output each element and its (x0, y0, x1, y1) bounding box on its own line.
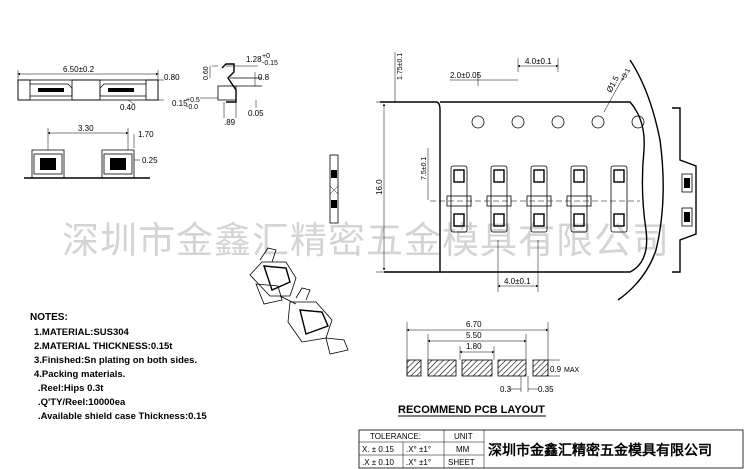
unit-value: MM (456, 445, 470, 454)
dim-c: 0.05 (248, 109, 264, 118)
pcb-dim-inner: 5.50 (466, 331, 482, 340)
company-name: 深圳市金鑫汇精密五金模具有限公司 (488, 442, 712, 459)
dim-span: 3.30 (78, 124, 94, 133)
watermark-text: 深圳市金鑫汇精密五金模具有限公司 (62, 219, 670, 262)
note-item: 2.MATERIAL THICKNESS:0.15t (34, 341, 173, 352)
note-item: 4.Packing materials. (34, 369, 125, 380)
dim-t: 0.15 (172, 99, 188, 108)
bottom-view-part: 3.30 1.70 0.25 (24, 124, 158, 179)
pcb-pad (406, 359, 422, 377)
dim-h: 1.70 (138, 130, 154, 139)
note-item: 1.MATERIAL:SUS304 (34, 327, 130, 338)
pcb-dim-gap-left: 0.3 (500, 385, 512, 394)
dim-b: .89 (224, 118, 236, 127)
dim-gap: 0.40 (120, 103, 136, 112)
tape-pocket (526, 165, 552, 233)
dim-offset: 2.0±0.05 (450, 71, 482, 80)
side-view-part: 1.28 +0 -0.15 0.60 0.8 0.15 +0.5 -0.0 .8… (172, 53, 278, 127)
top-view-part: 6.50±0.2 0.80 0.40 (17, 65, 180, 112)
dim-width: 16.0 (375, 179, 384, 195)
pcb-pad (532, 359, 549, 377)
tape-pocket (610, 165, 628, 233)
title-block: TOLERANCE: UNIT MM SHEET X. ± 0.15 .X ± … (358, 429, 744, 469)
notes-block: NOTES: 1.MATERIAL:SUS304 2.MATERIAL THIC… (30, 312, 207, 422)
pcb-layout: 6.70 5.50 1.80 0.9 MAX 0.3 0.35 RECOMMEN… (398, 320, 580, 417)
tape-side-profile (329, 154, 339, 224)
dim-pitch-top: 4.0±0.1 (525, 57, 552, 66)
pcb-pad (461, 359, 493, 377)
unit-label: UNIT (454, 432, 473, 441)
pcb-layout-title: RECOMMEND PCB LAYOUT (398, 404, 545, 416)
tolerance-xx: .X ± 0.10 (362, 458, 395, 467)
notes-title: NOTES: (30, 312, 68, 323)
pcb-dim-outer: 6.70 (466, 320, 482, 329)
dim-half: 7.5±0.1 (421, 157, 428, 180)
pcb-pad (497, 359, 527, 377)
tolerance-x: X. ± 0.15 (362, 445, 395, 454)
dim-h1: 0.60 (203, 66, 210, 80)
dim-t-plus: +0.5 (186, 97, 200, 104)
note-item: .Reel:Hips 0.3t (38, 383, 104, 394)
tape-pocket (566, 165, 592, 233)
dim-s: 0.25 (142, 156, 158, 165)
sheet-label: SHEET (448, 458, 475, 467)
dim-top: 1.28 (246, 55, 262, 64)
dim-t-minus: -0.0 (186, 104, 198, 111)
dim-h2: 0.8 (258, 73, 270, 82)
dim-height: 0.80 (164, 73, 180, 82)
note-item: .Available shield case Thickness:0.15 (38, 411, 207, 422)
carrier-tape: 4.0±0.1 2.0±0.05 1.75±0.1 Ø1.5 +0.1 16.0… (375, 52, 664, 301)
dim-edge: 1.75±0.1 (397, 53, 404, 80)
dim-top-tol-plus: +0 (262, 53, 270, 60)
dim-hole: Ø1.5 (605, 74, 621, 94)
tolerance-angle-1: .X° ±1° (406, 445, 431, 454)
pcb-dim-height: 0.9 (550, 365, 562, 374)
dim-pitch-bottom: 4.0±0.1 (504, 277, 531, 286)
pcb-dim-max: MAX (564, 367, 580, 374)
isometric-part (249, 247, 349, 355)
dim-top-tol-minus: -0.15 (262, 60, 278, 67)
tape-cross-section (672, 107, 697, 273)
pcb-dim-center: 1.80 (466, 342, 482, 351)
dim-width: 6.50±0.2 (63, 65, 95, 74)
tolerance-angle-2: .X° ±1° (406, 458, 431, 467)
note-item: .Q'TY/Reel:10000ea (38, 397, 126, 408)
pcb-pad (427, 359, 457, 377)
pcb-dim-gap-right: 0.35 (538, 385, 554, 394)
note-item: 3.Finished:Sn plating on both sides. (34, 355, 197, 366)
tolerance-label: TOLERANCE: (370, 432, 421, 441)
